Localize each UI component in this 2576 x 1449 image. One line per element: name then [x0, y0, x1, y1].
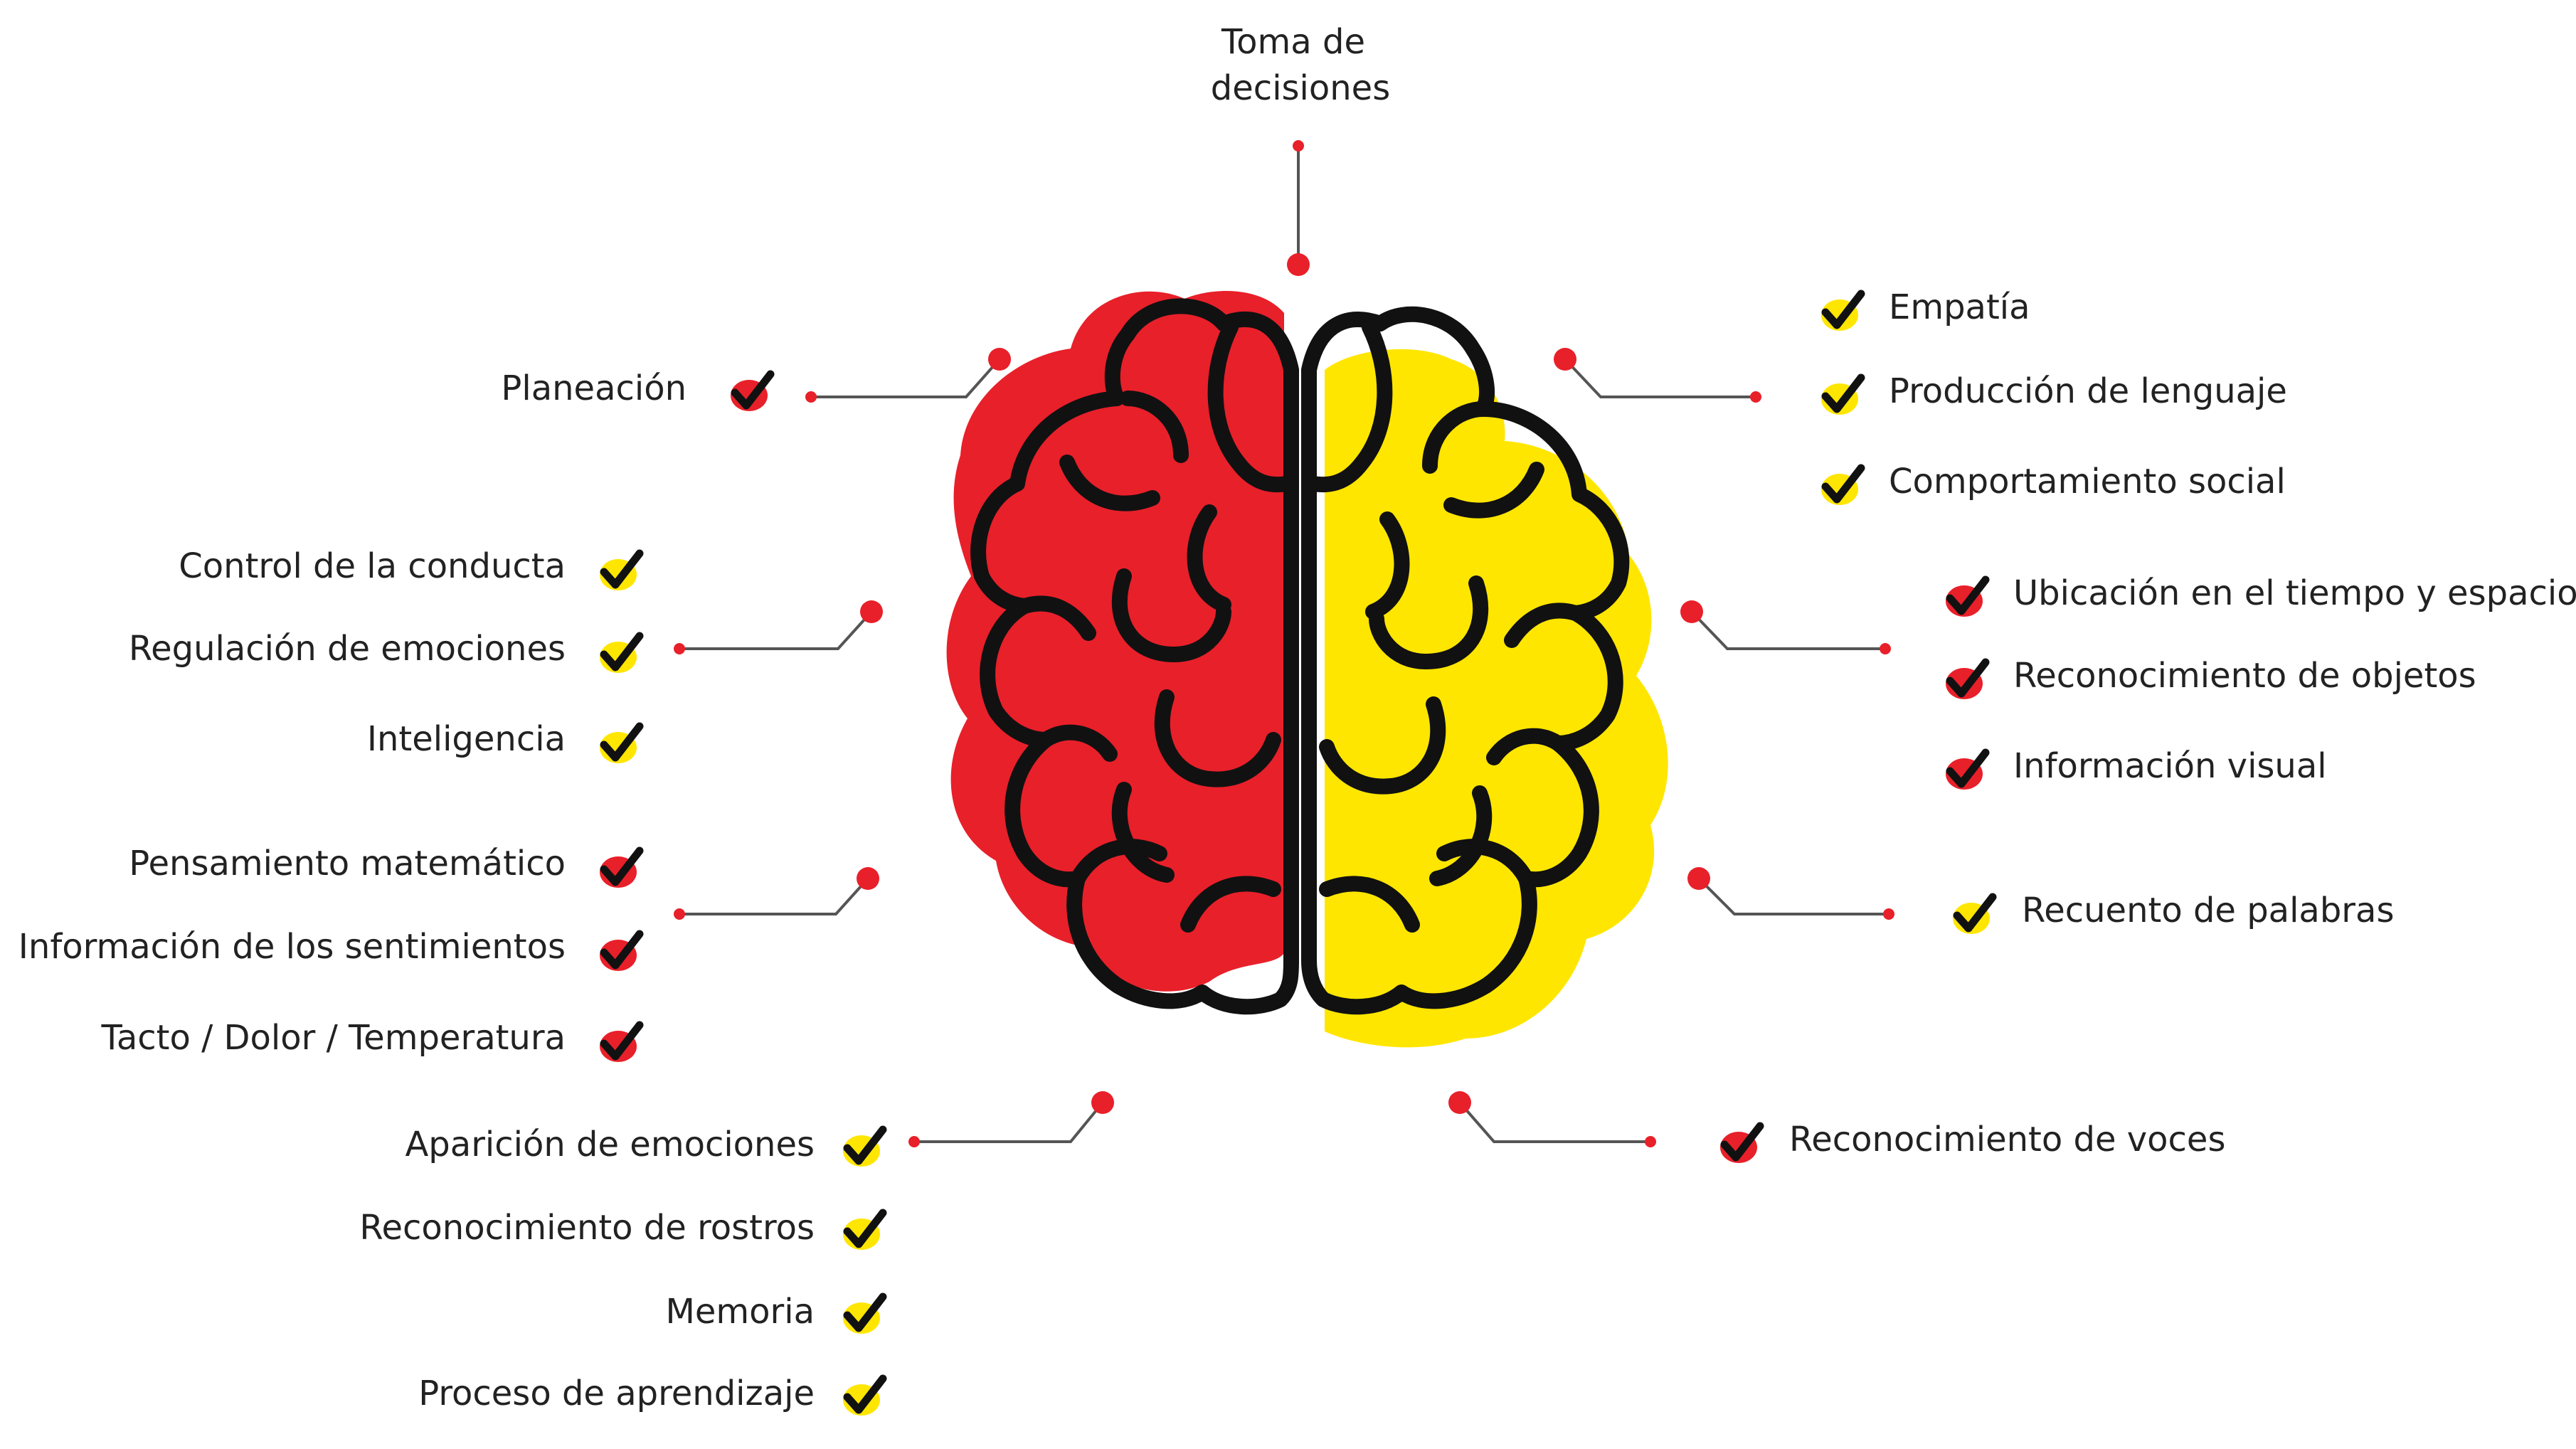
right-group-voices: Reconocimiento de voces — [1720, 1120, 2225, 1163]
brain-icon — [946, 290, 1668, 1048]
check-red-icon — [1946, 575, 1990, 617]
item-label: Información visual — [2013, 746, 2327, 786]
check-yellow-icon — [600, 549, 644, 590]
top-label: Toma de decisiones — [1211, 22, 1390, 108]
item-label: Información de los sentimientos — [18, 927, 566, 967]
check-yellow-icon — [1821, 464, 1865, 505]
item-label: Pensamiento matemático — [129, 844, 566, 883]
check-red-icon — [600, 846, 644, 888]
item-label: Ubicación en el tiempo y espacio — [2013, 573, 2576, 613]
left-group-memory: Aparición de emociones Reconocimiento de… — [359, 1125, 887, 1416]
check-red-icon — [600, 1021, 644, 1062]
item-label: Control de la conducta — [179, 546, 566, 586]
left-hemisphere-fill — [946, 290, 1284, 992]
connectors — [679, 146, 1889, 1143]
check-red-icon — [731, 370, 775, 411]
check-red-icon — [600, 930, 644, 971]
check-yellow-icon — [843, 1125, 887, 1167]
item-label: Recuento de palabras — [2022, 891, 2394, 930]
item-label: Reconocimiento de objetos — [2013, 656, 2476, 696]
item-label: Planeación — [501, 368, 687, 408]
check-yellow-icon — [1821, 373, 1865, 415]
left-group-planning: Planeación — [501, 368, 775, 411]
right-group-visual: Ubicación en el tiempo y espacio Reconoc… — [1946, 573, 2576, 790]
check-red-icon — [1946, 658, 1990, 699]
item-label: Aparición de emociones — [405, 1125, 815, 1164]
item-label: Regulación de emociones — [129, 629, 566, 669]
check-yellow-icon — [600, 722, 644, 763]
right-group-language: Empatía Producción de lenguaje Comportam… — [1821, 287, 2287, 505]
check-yellow-icon — [843, 1209, 887, 1250]
check-red-icon — [1946, 748, 1990, 790]
check-yellow-icon — [600, 632, 644, 673]
check-yellow-icon — [843, 1293, 887, 1334]
check-yellow-icon — [1953, 893, 1997, 934]
item-label: Producción de lenguaje — [1889, 371, 2287, 411]
connector-dots — [674, 140, 1894, 1147]
check-yellow-icon — [843, 1374, 887, 1416]
item-label: Proceso de aprendizaje — [418, 1374, 815, 1413]
right-hemisphere-fill — [1325, 349, 1668, 1048]
left-group-behavior: Control de la conducta Regulación de emo… — [129, 546, 644, 763]
left-group-sensory: Pensamiento matemático Información de lo… — [18, 844, 644, 1062]
item-label: Tacto / Dolor / Temperatura — [101, 1018, 566, 1058]
item-label: Reconocimiento de rostros — [359, 1208, 815, 1248]
check-yellow-icon — [1821, 290, 1865, 331]
top-title-line1: Toma de — [1221, 22, 1365, 62]
item-label: Reconocimiento de voces — [1789, 1120, 2225, 1159]
item-label: Empatía — [1889, 287, 2030, 327]
check-red-icon — [1720, 1122, 1764, 1163]
item-label: Memoria — [665, 1292, 815, 1332]
right-group-words: Recuento de palabras — [1953, 891, 2394, 934]
brain-outline — [970, 298, 1630, 1015]
top-title-line2: decisiones — [1211, 68, 1390, 108]
item-label: Comportamiento social — [1889, 462, 2286, 501]
item-label: Inteligencia — [367, 719, 566, 759]
